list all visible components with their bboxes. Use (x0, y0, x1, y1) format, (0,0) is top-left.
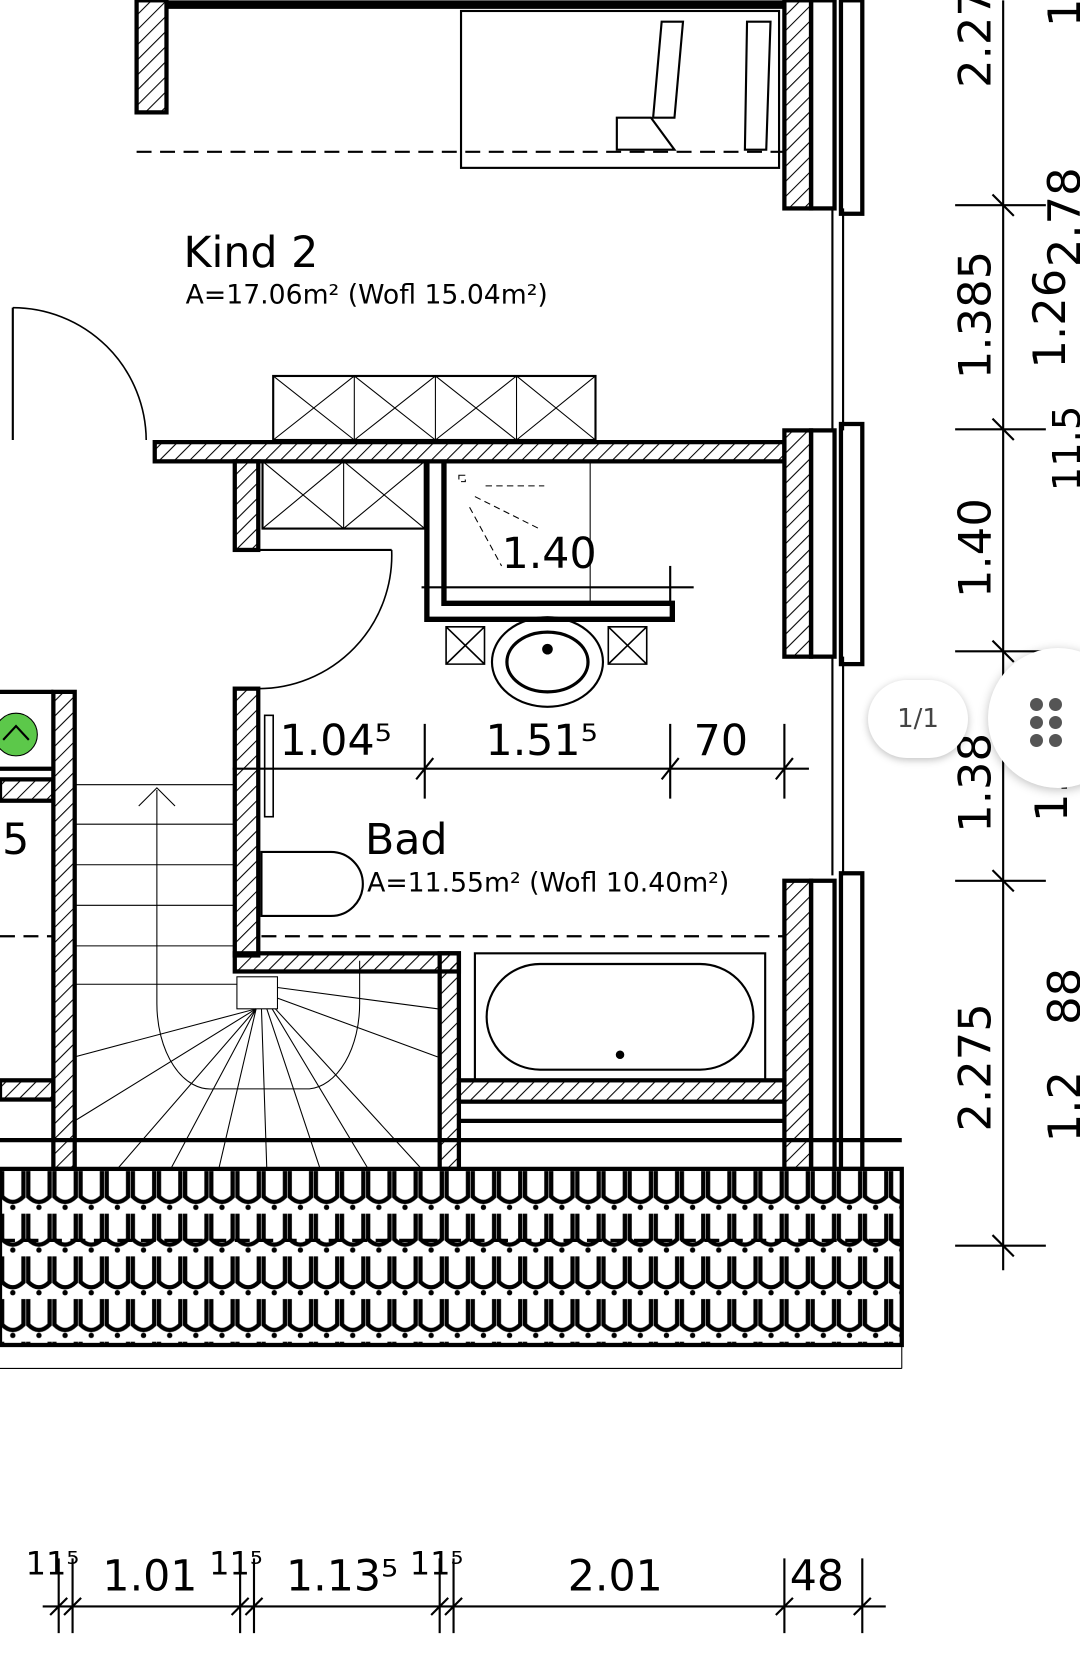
stairs (74, 784, 438, 1170)
wall (134, 0, 169, 115)
green-marker-icon (0, 712, 38, 757)
washbasin-icon (445, 616, 648, 708)
room-area: A=11.55m² (Wofl 10.40m²) (367, 867, 729, 898)
dim-label: 11⁵ (410, 1544, 464, 1582)
bed-icon (459, 9, 781, 169)
dim-label: 2.01 (568, 1551, 663, 1601)
dim-label: 2.78 (1038, 167, 1080, 267)
grid-menu-icon (1030, 698, 1063, 747)
dim-label: 2.27 (948, 0, 1001, 88)
dim-label: 1.04⁵ (280, 716, 392, 766)
dim-label: 1.40 (948, 498, 1001, 598)
dim-label: 1.40 (502, 529, 597, 579)
room-name: Bad (365, 815, 448, 865)
dim-label: 1.01 (102, 1551, 197, 1601)
page-indicator-label: 1/1 (897, 704, 939, 734)
menu-button[interactable] (988, 648, 1080, 788)
dim-label: 1.1 (1038, 0, 1080, 27)
wardrobe (272, 374, 597, 442)
dim-label: 1.51⁵ (486, 716, 598, 766)
dim-label: 70 (694, 716, 748, 766)
dim-label: 2.275 (948, 1003, 1001, 1131)
bathtub-icon (473, 952, 767, 1082)
toilet-icon (260, 850, 364, 918)
dim-label: 1.38 (948, 733, 1001, 833)
dim-label: 88 (1038, 968, 1080, 1025)
page-indicator[interactable]: 1/1 (868, 680, 968, 758)
dim-label: 1.2 (1038, 1071, 1080, 1142)
dim-label: 5 (2, 815, 29, 865)
room-name: Kind 2 (184, 228, 319, 278)
roof-tiles (0, 1166, 904, 1348)
dim-label: 1.13⁵ (286, 1551, 398, 1601)
dim-label: 1.385 (948, 251, 1001, 379)
wardrobe (261, 460, 426, 530)
dim-label: 11.5 (1045, 406, 1080, 492)
dim-label: 48 (790, 1551, 844, 1601)
dim-label: 11⁵ (26, 1544, 80, 1582)
room-area: A=17.06m² (Wofl 15.04m²) (186, 279, 548, 310)
dim-label: 1.26 (1023, 269, 1076, 369)
dim-label: 11⁵ (209, 1544, 263, 1582)
